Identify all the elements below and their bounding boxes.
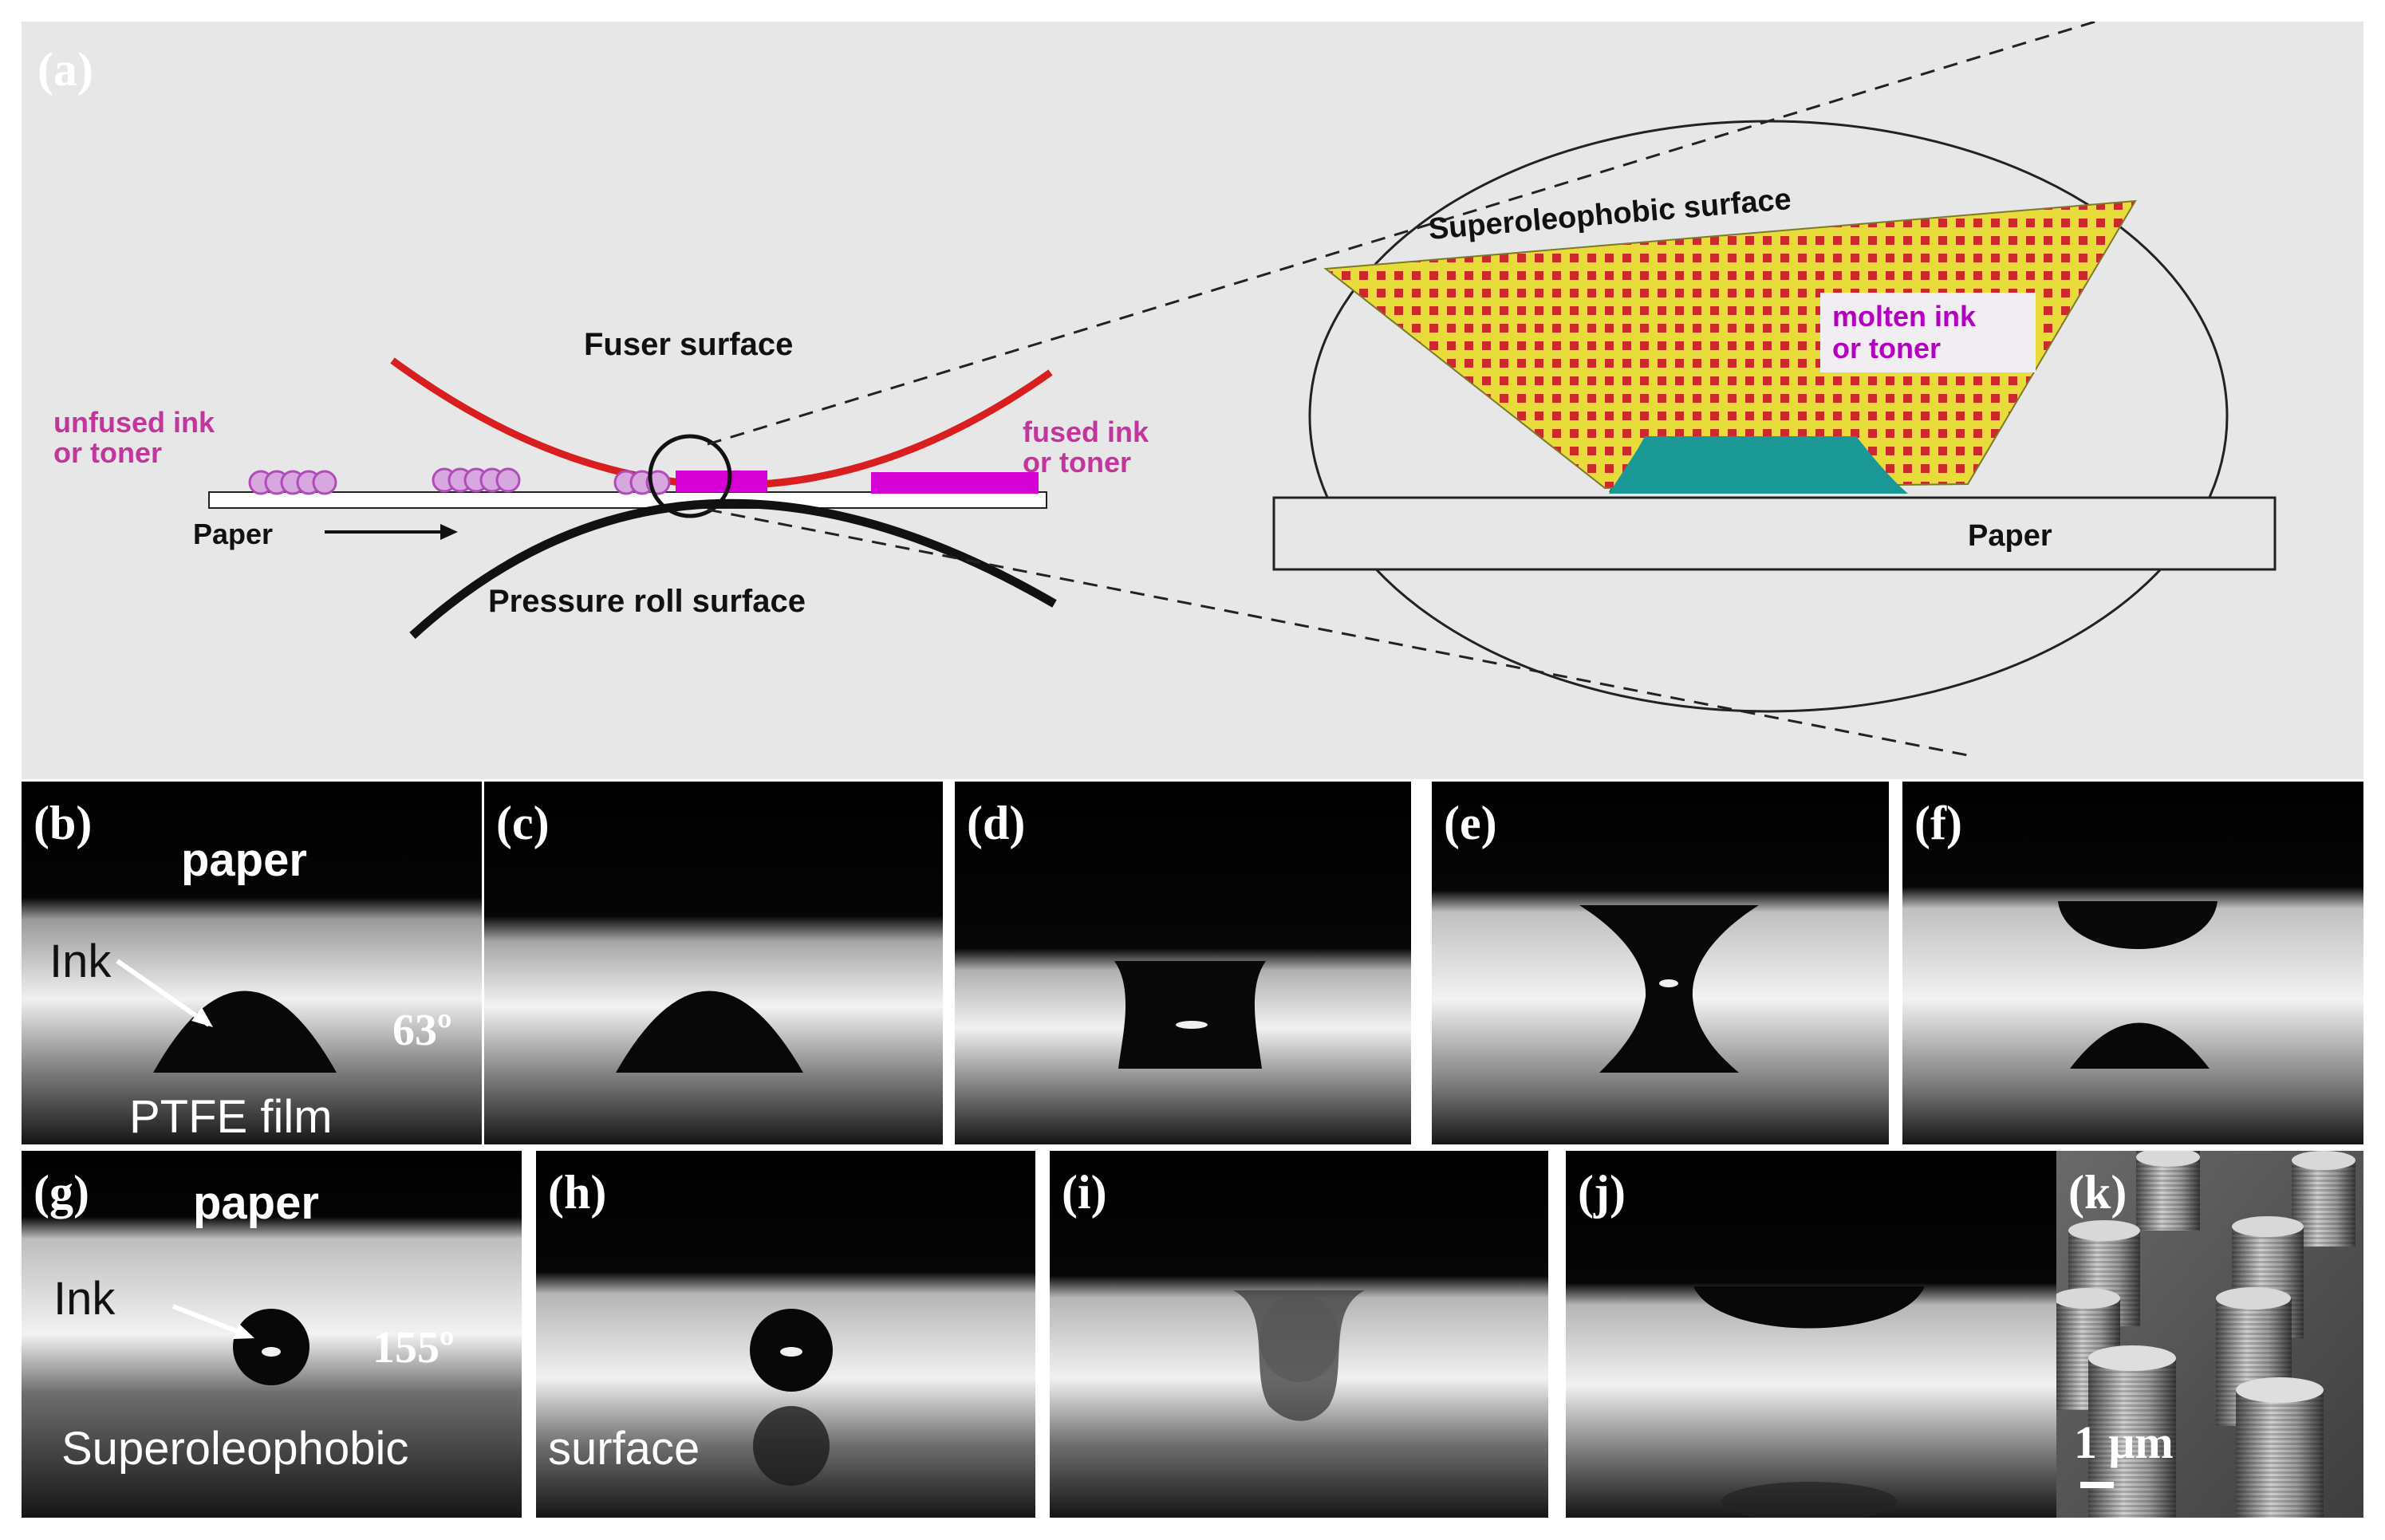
molten-drop-base bbox=[1609, 436, 1908, 494]
ink-bridge-d bbox=[1114, 961, 1266, 1069]
fuser-surface-curve bbox=[390, 357, 1053, 489]
paper-arrow-head bbox=[440, 524, 458, 540]
photo-i: (i) bbox=[1050, 1151, 1548, 1518]
paper-label-g: paper bbox=[193, 1177, 319, 1229]
zoom-paper bbox=[1272, 496, 2277, 571]
panel-label-a: (a) bbox=[37, 43, 93, 96]
photo-j: (j) bbox=[1566, 1151, 2064, 1518]
film-label-b: PTFE film bbox=[129, 1091, 333, 1143]
panel-label-e: (e) bbox=[1444, 797, 1497, 849]
micro-pillars bbox=[2056, 1151, 2355, 1518]
pressure-roll-curve bbox=[409, 498, 1057, 640]
scale-bar bbox=[2080, 1482, 2114, 1488]
unfused-ink-dots bbox=[248, 467, 671, 495]
pressure-roll-label: Pressure roll surface bbox=[488, 584, 806, 619]
molten-label-line2: or toner bbox=[1832, 332, 1941, 364]
ink-lower-drop-f bbox=[2070, 1022, 2210, 1069]
nip-circle bbox=[648, 434, 732, 518]
unfused-label-line1: unfused ink bbox=[53, 406, 215, 439]
ink-drop-c bbox=[616, 991, 803, 1073]
ink-transferred-j bbox=[1693, 1286, 1925, 1329]
ink-label-g: Ink bbox=[53, 1273, 116, 1325]
paper-label-b: paper bbox=[181, 834, 307, 886]
photo-b: (b) paper Ink 63º PTFE film bbox=[22, 782, 482, 1144]
photo-f: (f) bbox=[1902, 782, 2363, 1144]
photo-e: (e) bbox=[1432, 782, 1889, 1144]
molten-label-box bbox=[1820, 293, 2036, 372]
fuser-surface-label: Fuser surface bbox=[584, 327, 793, 362]
fused-ink-bar-2 bbox=[871, 472, 1039, 494]
fused-label-line1: fused ink bbox=[1023, 416, 1149, 448]
panel-label-k: (k) bbox=[2068, 1166, 2127, 1219]
zoom-line-top bbox=[707, 20, 2096, 446]
superoleophobic-label: Superoleophobic bbox=[61, 1423, 408, 1475]
ink-neck-e bbox=[1579, 905, 1759, 1073]
photo-g: (g) paper Ink 155º Superoleophobic bbox=[22, 1151, 522, 1518]
panel-label-b: (b) bbox=[34, 797, 92, 849]
unfused-label-line2: or toner bbox=[53, 436, 162, 469]
photo-h: (h) surface bbox=[536, 1151, 1035, 1518]
panel-label-c: (c) bbox=[496, 797, 550, 849]
panel-label-d: (d) bbox=[967, 797, 1025, 849]
fused-ink-bar-1 bbox=[676, 471, 767, 492]
zoom-ellipse bbox=[1308, 120, 2229, 713]
photo-d: (d) bbox=[955, 782, 1411, 1144]
angle-label-b: 63º bbox=[392, 1006, 451, 1055]
panel-label-h: (h) bbox=[548, 1166, 606, 1219]
scale-bar-label: 1 μm bbox=[2074, 1416, 2174, 1468]
ink-arrow-b bbox=[116, 959, 211, 1027]
panel-label-g: (g) bbox=[34, 1166, 89, 1219]
superoleophobic-surface bbox=[1323, 199, 2137, 490]
panel-label-j: (j) bbox=[1578, 1166, 1626, 1219]
photo-c: (c) bbox=[484, 782, 943, 1144]
paper-label: Paper bbox=[193, 518, 273, 550]
ink-reflection-h bbox=[753, 1406, 830, 1486]
fused-label-line2: or toner bbox=[1023, 446, 1131, 479]
photo-k-sem: (k) 1 μm bbox=[2056, 1151, 2363, 1518]
surface-label: surface bbox=[548, 1423, 700, 1475]
fuser-schematic: (a) Fuser surface Pressure roll surface … bbox=[37, 20, 2277, 757]
molten-label-line1: molten ink bbox=[1832, 300, 1977, 333]
zoom-paper-label: Paper bbox=[1968, 519, 2052, 553]
panel-label-f: (f) bbox=[1914, 797, 1962, 849]
ink-upper-drop-f bbox=[2058, 901, 2217, 949]
ink-label-b: Ink bbox=[49, 935, 112, 987]
angle-label-g: 155º bbox=[373, 1323, 454, 1373]
panel-label-i: (i) bbox=[1062, 1166, 1107, 1219]
ink-arrow-g bbox=[171, 1304, 250, 1338]
panel-a-schematic: (a) Fuser surface Pressure roll surface … bbox=[22, 20, 2363, 779]
